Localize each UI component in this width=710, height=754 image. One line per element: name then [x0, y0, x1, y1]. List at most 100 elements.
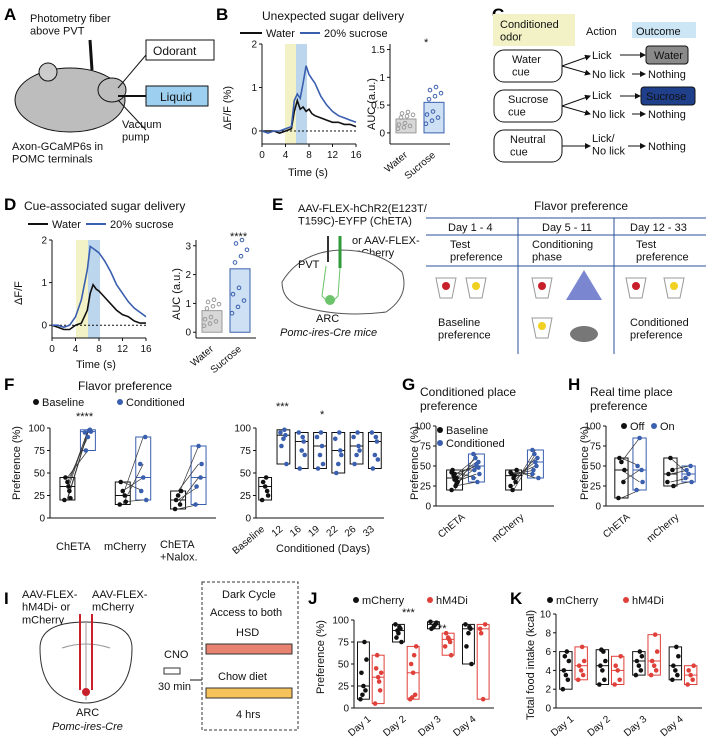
pair-line: [513, 465, 536, 476]
x-tick-label: 8: [306, 150, 312, 161]
d-legend-water: Water: [52, 219, 81, 231]
a-point: [463, 622, 468, 627]
y-tick-label: 25: [34, 491, 46, 502]
y-tick-label: 100: [234, 424, 251, 435]
a-point: [670, 677, 675, 683]
y-tick-label: 1.5: [371, 45, 385, 56]
b-point: [378, 670, 384, 676]
y-tick-label: 75: [420, 442, 432, 453]
d-xlabel: Time (s): [76, 359, 116, 371]
a-point: [637, 649, 643, 654]
x-tick-label: Day 3: [622, 714, 649, 739]
a-point: [122, 493, 128, 498]
b-point: [652, 632, 658, 637]
y-tick-label: 50: [34, 469, 46, 480]
a-point: [362, 639, 367, 645]
a-point: [513, 479, 518, 485]
y-tick-label: 100: [28, 424, 45, 435]
auc-point: [230, 291, 236, 297]
a-point: [600, 668, 605, 673]
f-right-point: [300, 434, 306, 440]
pair-line: [454, 481, 477, 487]
x-tick-label: 0: [259, 150, 265, 161]
c-action-lick-nolick: Lick/No lick: [592, 133, 626, 158]
y-tick-label: 25: [338, 682, 350, 693]
a-point: [67, 488, 72, 494]
b-point: [140, 475, 146, 480]
a-point: [566, 658, 572, 664]
a-point: [466, 630, 471, 636]
j-sig2: ***: [402, 607, 416, 619]
auc-point: [204, 306, 210, 311]
bar-sucrose: [229, 268, 251, 333]
i-min: 30 min: [158, 681, 191, 693]
x-tick-label: ChETA: [601, 512, 632, 541]
a-point: [617, 455, 622, 461]
a-point: [399, 639, 404, 645]
a-point: [449, 487, 454, 493]
x-tick-label: Day 2: [586, 714, 613, 739]
y-tick-label: 2: [185, 270, 191, 281]
a-point: [358, 696, 363, 702]
f-right-point: [352, 461, 357, 467]
y-tick-label: 10: [540, 610, 552, 621]
y-tick-label: 100: [332, 616, 349, 627]
b-point: [535, 455, 540, 461]
e-mice: Pomc-ires-Cre mice: [280, 327, 377, 339]
b-point: [193, 502, 198, 507]
b-point: [533, 459, 538, 465]
y-tick-label: 75: [590, 442, 602, 453]
b-point: [196, 443, 201, 449]
c-outcome-water: Water: [654, 50, 683, 62]
f-right-point: [351, 434, 356, 440]
f-right-point: [333, 470, 339, 476]
a-point: [464, 644, 469, 649]
f-right-point: [369, 430, 375, 435]
f-right-point: [318, 430, 324, 435]
panel-label-i: I: [4, 589, 9, 608]
cherry-cup-icon: [435, 270, 685, 342]
x-tick-label: Sucrose: [403, 150, 439, 182]
c-head-action: Action: [586, 26, 617, 38]
a-point: [66, 484, 71, 489]
b-legend-sucrose: 20% sucrose: [324, 28, 388, 40]
b-auc-ylabel: AUC (a.u.): [366, 78, 378, 130]
f-right-point: [278, 430, 283, 435]
auc-point: [205, 299, 211, 305]
pair-line: [122, 477, 144, 492]
panel-label-d: D: [4, 195, 16, 214]
e-brain-schematic: PVT ARC Pomc-ires-Cre mice: [280, 236, 405, 339]
series-line-1: [261, 65, 357, 134]
auc-point: [211, 297, 217, 303]
i-dark: Dark Cycle: [222, 589, 276, 601]
b-point: [578, 668, 584, 673]
a-point: [633, 672, 639, 678]
auc-point: [216, 301, 222, 307]
auc-point: [423, 121, 429, 127]
d-title: Cue-associated sugar delivery: [24, 199, 185, 213]
b-point: [82, 430, 88, 435]
a-point: [560, 686, 566, 692]
auc-point: [424, 112, 430, 117]
a-point: [603, 658, 608, 664]
auc-point: [438, 90, 444, 96]
e-pvt: PVT: [298, 259, 320, 271]
a-point: [599, 647, 604, 653]
b-point: [86, 428, 92, 433]
x-tick-label: 16: [350, 150, 362, 161]
b-point: [373, 666, 379, 671]
a-point: [65, 479, 70, 485]
f-right-point: [315, 466, 321, 471]
y-tick-label: 50: [590, 462, 602, 473]
auc-point: [236, 285, 242, 291]
auc-point: [410, 112, 416, 118]
b-point: [442, 644, 448, 649]
auc-point: [427, 87, 433, 93]
